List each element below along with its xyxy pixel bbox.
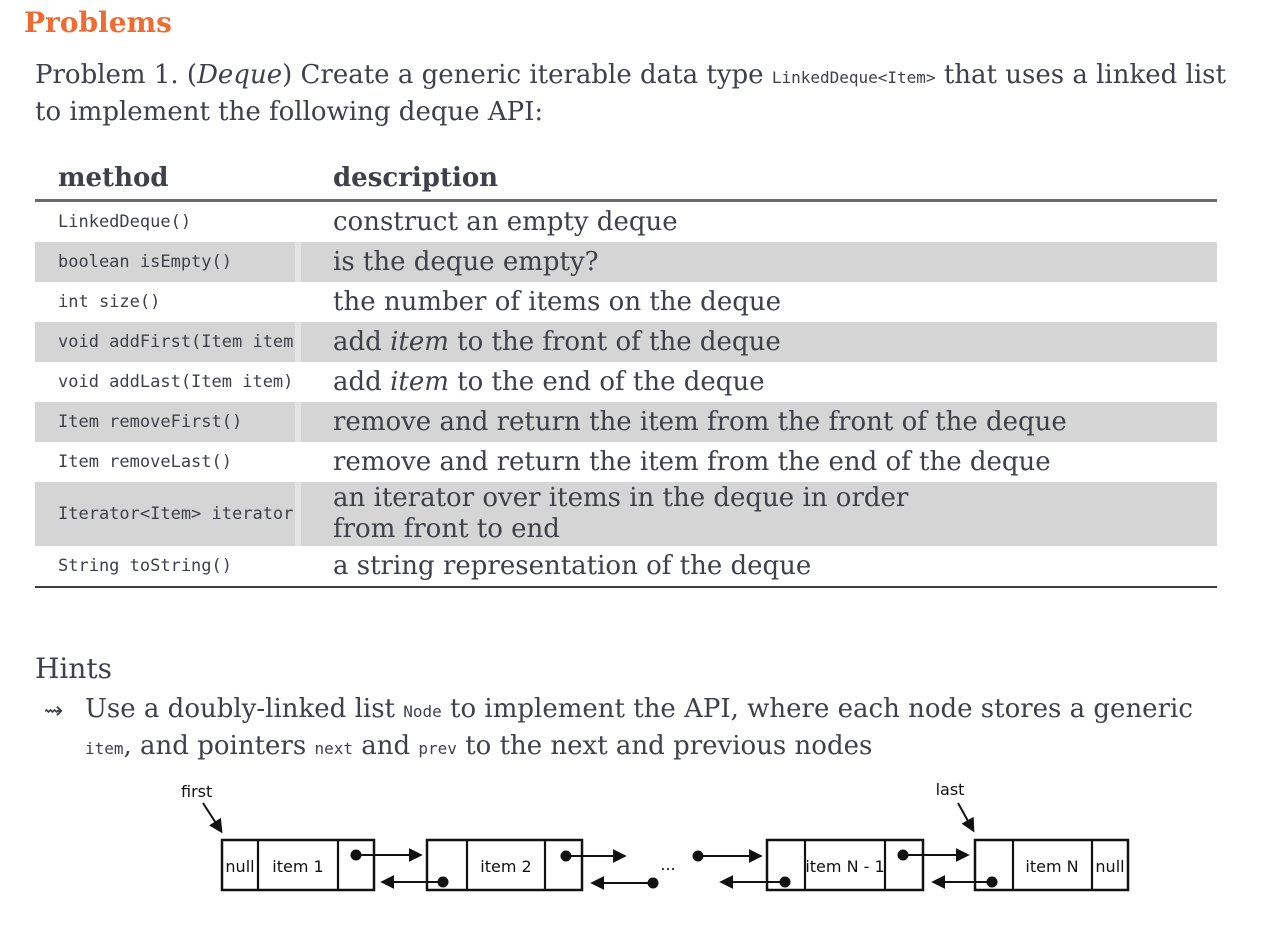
first-pointer-label: first [181,782,212,801]
column-header-method: method [58,163,169,193]
problem-statement: Problem 1. (Deque) Create a generic iter… [35,58,1245,129]
squiggle-arrow-bullet-icon: ⇝ [44,698,64,724]
inline-code-linkeddeque: LinkedDeque<Item> [771,68,936,87]
table-row: void addLast(Item item) add item to the … [35,362,1217,402]
hints-heading: Hints [35,652,113,685]
node-first-prev-null: null [225,857,254,876]
method-cell: void addFirst(Item item) [35,322,304,362]
table-row: Item removeFirst() remove and return the… [35,402,1217,442]
ellipsis-label: ... [660,855,675,874]
hint-item: Use a doubly-linked list Node to impleme… [85,692,1215,766]
description-cell: construct an empty deque [333,207,678,237]
table-row: int size() the number of items on the de… [35,282,1217,322]
table-row: LinkedDeque() construct an empty deque [35,202,1217,242]
inline-code-prev: prev [418,739,457,758]
page-title: Problems [24,6,172,39]
node-n-minus-1-item: item N - 1 [805,857,884,876]
problem-statement-line2: to implement the following deque API: [35,97,544,127]
description-cell: the number of items on the deque [333,287,781,317]
node-n-minus-1: item N - 1 [719,838,970,892]
description-cell: remove and return the item from the end … [333,447,1051,477]
problem-statement-line1: Problem 1. (Deque) Create a generic iter… [35,60,1226,90]
node-first-item: item 1 [272,857,323,876]
method-cell: boolean isEmpty() [35,242,295,282]
problem-name: Deque [197,60,283,90]
method-cell: int size() [58,292,161,312]
method-cell: String toString() [58,556,232,576]
first-pointer-arrow [202,802,223,834]
column-gap [295,482,301,546]
table-row: boolean isEmpty() is the deque empty? [35,242,1217,282]
problem-label: Problem 1. [35,60,179,90]
column-gap [295,242,301,282]
hint-line1: Use a doubly-linked list Node to impleme… [85,694,1193,724]
description-cell: a string representation of the deque [333,551,812,581]
node-last-next-null: null [1095,857,1124,876]
node-last: item N null [931,838,1130,892]
column-gap [295,402,301,442]
table-row: Item removeLast() remove and return the … [35,442,1217,482]
table-row: Iterator<Item> iterator() an iterator ov… [35,482,1217,546]
ellipsis-section: ... [590,849,763,890]
last-pointer-arrow [957,802,975,833]
inline-code-item: item [85,739,124,758]
description-line2: from front to end [333,514,560,544]
description-cell: is the deque empty? [301,242,1217,282]
method-cell: Item removeLast() [58,452,232,472]
api-table: method description LinkedDeque() constru… [35,160,1217,588]
description-cell: an iterator over items in the deque in o… [301,482,1217,546]
method-cell: Iterator<Item> iterator() [35,482,314,546]
linked-list-diagram: first last null item 1 item 2 ... [181,780,1130,892]
table-row: String toString() a string representatio… [35,546,1217,588]
node-first: null item 1 [220,838,423,892]
column-header-description: description [333,163,499,193]
method-cell: Item removeFirst() [35,402,295,442]
description-cell: add item to the front of the deque [301,322,1217,362]
table-header-row: method description [35,160,1217,202]
method-cell: LinkedDeque() [58,212,192,232]
inline-code-node: Node [403,702,442,721]
column-gap [295,322,301,362]
description-line1: an iterator over items in the deque in o… [333,483,909,513]
node-second-item: item 2 [480,857,531,876]
method-cell: void addLast(Item item) [58,372,294,392]
table-row: void addFirst(Item item) add item to the… [35,322,1217,362]
hint-line2: item, and pointers next and prev to the … [85,731,873,761]
description-cell: remove and return the item from the fron… [301,402,1217,442]
node-last-item: item N [1025,857,1078,876]
last-pointer-label: last [936,780,965,799]
description-cell: add item to the end of the deque [333,367,765,397]
node-second: item 2 [380,838,627,892]
inline-code-next: next [314,739,353,758]
